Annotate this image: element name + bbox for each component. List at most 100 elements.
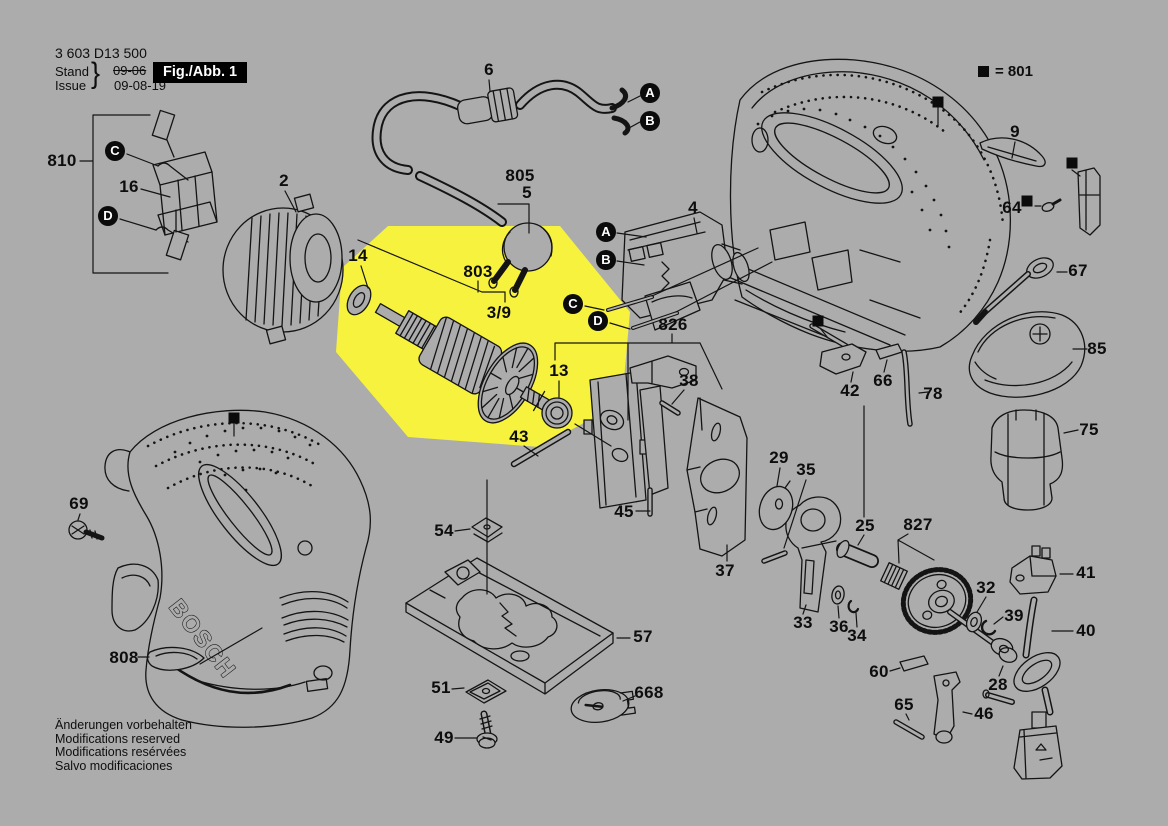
part-callout-38: 38: [679, 371, 699, 390]
part-callout-808: 808: [109, 648, 139, 667]
leader-lines: [77, 79, 1088, 739]
wiring-badge-D: D: [588, 311, 608, 331]
part-callout-13: 13: [549, 361, 569, 380]
part-callout-4: 4: [688, 198, 698, 217]
wiring-badge-D: D: [98, 206, 118, 226]
gear-plate: [686, 397, 748, 557]
circlip-39: [980, 619, 997, 636]
part-callout-803: 803: [463, 262, 493, 281]
part-callout-66: 66: [873, 371, 893, 390]
part-801-square-marker: [228, 412, 240, 424]
stand-label: Stand: [55, 64, 89, 79]
edge-strip: [1077, 167, 1101, 236]
support-assembly: [583, 355, 697, 509]
plunger-assembly: [933, 545, 1063, 780]
part-callout-51: 51: [431, 678, 451, 697]
footnote-line: Modifications reserved: [55, 731, 181, 746]
part-callout-28: 28: [988, 675, 1008, 694]
part-callout-40: 40: [1076, 621, 1096, 640]
part-801-square-marker: [932, 96, 944, 108]
part-callout-75: 75: [1079, 420, 1099, 439]
part-callout-69: 69: [69, 494, 89, 513]
part-callout-3/9: 3/9: [486, 303, 512, 322]
document-number: 3 603 D13 500: [55, 45, 147, 61]
part-callout-54: 54: [434, 521, 454, 540]
footnotes: Änderungen vorbehalten Modifications res…: [55, 718, 192, 773]
date-brace: }: [91, 56, 101, 90]
part-callout-43: 43: [509, 427, 529, 446]
part-callout-46: 46: [974, 704, 994, 723]
part-callout-826: 826: [658, 315, 688, 334]
pinion-shaft: [836, 539, 908, 590]
part-callout-5: 5: [522, 183, 532, 202]
superseded-date: 09-06: [113, 63, 147, 78]
housing-right-half: [711, 58, 1012, 352]
small-parts: [510, 323, 929, 740]
part-callout-57: 57: [633, 627, 653, 646]
power-cord: [371, 79, 631, 298]
part-callout-9: 9: [1010, 122, 1020, 141]
wiring-badge-B: B: [640, 111, 660, 131]
part-callout-49: 49: [434, 728, 454, 747]
cord-grommet: [456, 87, 519, 125]
switch: [606, 211, 750, 331]
brush-assembly: [151, 109, 218, 261]
blow-guard: [968, 311, 1086, 398]
part-callout-2: 2: [279, 171, 289, 190]
highlight-region: [336, 226, 630, 447]
part-callout-6: 6: [484, 60, 494, 79]
legend-square-icon: [978, 66, 989, 77]
part-callout-78: 78: [923, 384, 943, 403]
circlip-34: [847, 599, 860, 614]
footnote-line: Modifications resérvées: [55, 745, 187, 759]
part-callout-810: 810: [47, 151, 77, 170]
part-callout-39: 39: [1004, 606, 1024, 625]
part-callout-41: 41: [1076, 563, 1096, 582]
wiring-badge-A: A: [596, 222, 616, 242]
washer-36: [831, 585, 845, 605]
part-callout-60: 60: [869, 662, 889, 681]
bushing-28: [990, 637, 1018, 663]
armature: [374, 303, 550, 424]
part-801-square-marker: [1066, 157, 1078, 169]
motor-stator: [222, 193, 344, 345]
screw-64: [1041, 198, 1062, 212]
speckle-dots: [173, 107, 951, 492]
part-callout-827: 827: [903, 515, 933, 534]
part-callout-805: 805: [505, 166, 535, 185]
part-callout-33: 33: [793, 613, 813, 632]
issue-label: Issue: [55, 78, 87, 93]
washer-32: [965, 611, 983, 633]
figure-label: Fig./Abb. 1: [153, 62, 248, 83]
part-callout-14: 14: [348, 246, 368, 265]
part-callout-34: 34: [847, 626, 867, 645]
part-callout-67: 67: [1068, 261, 1088, 280]
legend-801: = 801: [978, 63, 1033, 80]
blade-clamp-lever: [933, 671, 961, 744]
wiring-badge-C: C: [105, 141, 125, 161]
part-callout-668: 668: [634, 683, 664, 702]
part-callout-42: 42: [840, 381, 860, 400]
bearing-13: [541, 397, 573, 429]
part-callout-35: 35: [796, 460, 816, 479]
allen-key: [973, 257, 1054, 325]
part-callout-36: 36: [829, 617, 849, 636]
part-801-square-marker: [812, 315, 824, 327]
part-801-square-marker: [1021, 195, 1033, 207]
part-callout-45: 45: [614, 502, 634, 521]
footnote-line: Salvo modificaciones: [55, 758, 173, 773]
housing-left-half: BOSCH: [104, 409, 371, 728]
part-callout-32: 32: [976, 578, 996, 597]
base-plate: [405, 557, 614, 695]
cam-washer-29: [758, 480, 794, 531]
cover-shell: [990, 409, 1064, 511]
wiring-badge-B: B: [596, 250, 616, 270]
part-callout-25: 25: [855, 516, 875, 535]
part-callout-29: 29: [769, 448, 789, 467]
part-callout-65: 65: [894, 695, 914, 714]
part-callout-37: 37: [715, 561, 735, 580]
part-callout-16: 16: [119, 177, 139, 196]
wiring-badge-A: A: [640, 83, 660, 103]
